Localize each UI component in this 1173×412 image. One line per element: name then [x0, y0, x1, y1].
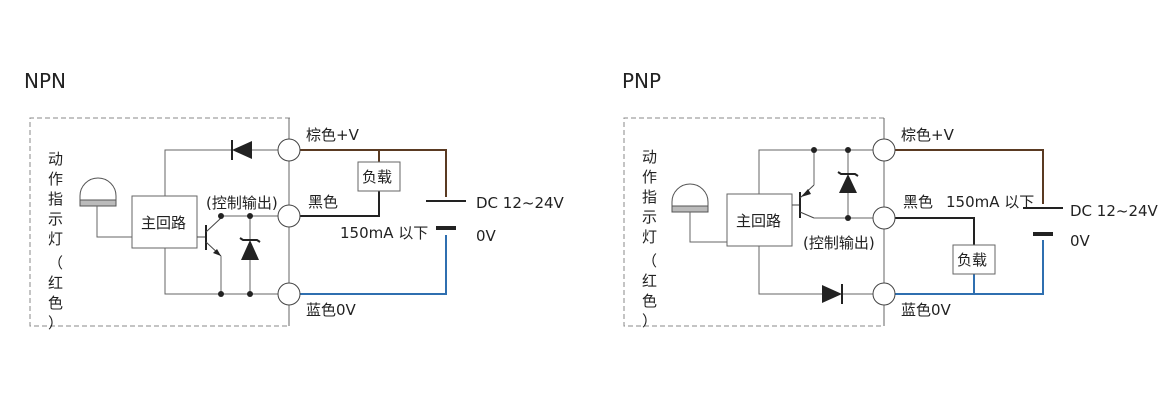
npn-indicator-label: 动 作 指 示 灯 （ 红 色 ）: [48, 150, 68, 332]
npn-zener-diode-icon: [239, 237, 261, 260]
pnp-junction-dot: [845, 147, 851, 153]
npn-junction-dot: [247, 291, 253, 297]
pnp-junction-dot: [845, 215, 851, 221]
pnp-current-label: 150mA 以下: [946, 193, 1034, 211]
npn-main-circuit-label: 主回路: [141, 214, 186, 232]
pnp-main-circuit-box: [726, 193, 793, 247]
npn-load-label: 负载: [362, 168, 392, 186]
pnp-control-output-label: (控制输出): [803, 234, 875, 252]
npn-blue-terminal: [277, 282, 301, 306]
npn-indicator-lamp-icon: [79, 177, 117, 207]
pnp-power-supply-icon: [1023, 207, 1063, 236]
pnp-load-label: 负载: [957, 251, 987, 269]
pnp-lamp-wire: [689, 212, 727, 243]
npn-current-label: 150mA 以下: [340, 224, 428, 242]
npn-transistor-icon: [197, 215, 289, 294]
pnp-load-box: [952, 244, 996, 275]
npn-sensor-boundary: [29, 117, 290, 327]
pnp-title: PNP: [622, 69, 661, 93]
npn-title: NPN: [24, 69, 66, 93]
pnp-black-terminal: [872, 206, 896, 230]
npn-diagram: NPN 动 作 指 示 灯 （ 红 色 ） 主回路: [24, 69, 565, 332]
pnp-main-circuit-label: 主回路: [736, 212, 781, 230]
pnp-sensor-boundary: [623, 117, 884, 327]
npn-black-terminal: [277, 204, 301, 228]
npn-brown-terminal: [277, 138, 301, 162]
npn-power-supply-icon: [426, 200, 466, 230]
pnp-bottom-internal-wire: [758, 246, 884, 295]
pnp-diagram: PNP 动 作 指 示 灯 （ 红 色 ） 主回路: [622, 69, 1159, 330]
pnp-brown-label: 棕色+V: [901, 126, 955, 144]
npn-junction-dot: [218, 213, 224, 219]
pnp-indicator-lamp-icon: [671, 183, 709, 213]
npn-control-output-label: (控制输出): [206, 194, 278, 212]
pnp-zener-diode-icon: [837, 171, 859, 193]
pnp-protection-diode-icon: [822, 284, 843, 304]
pnp-indicator-label: 动 作 指 示 灯 （ 红 色 ）: [642, 148, 662, 330]
npn-top-internal-wire: [164, 149, 289, 196]
pnp-black-label: 黑色: [903, 193, 933, 211]
npn-junction-dot: [247, 213, 253, 219]
npn-bottom-internal-wire: [164, 248, 289, 295]
pnp-blue-label: 蓝色0V: [901, 301, 952, 319]
pnp-brown-wire: [895, 149, 1044, 204]
pnp-top-internal-wire: [758, 149, 884, 194]
pnp-black-wire: [895, 217, 975, 245]
npn-black-wire: [300, 191, 380, 217]
npn-load-box: [357, 161, 401, 192]
pnp-blue-wire: [895, 240, 1044, 295]
npn-lamp-wire: [96, 206, 132, 238]
npn-black-label: 黑色: [308, 193, 338, 211]
pnp-transistor-icon: [792, 150, 884, 219]
npn-brown-label: 棕色+V: [306, 126, 360, 144]
npn-zero-label: 0V: [476, 227, 497, 245]
npn-blue-wire: [300, 235, 447, 295]
npn-blue-label: 蓝色0V: [306, 301, 357, 319]
pnp-junction-dot: [811, 147, 817, 153]
npn-dc-label: DC 12~24V: [476, 194, 565, 212]
pnp-brown-terminal: [872, 138, 896, 162]
npn-protection-diode-icon: [231, 140, 252, 160]
pnp-zero-label: 0V: [1070, 232, 1091, 250]
npn-junction-dot: [218, 291, 224, 297]
npn-brown-wire: [300, 149, 447, 197]
pnp-blue-terminal: [872, 282, 896, 306]
pnp-dc-label: DC 12~24V: [1070, 202, 1159, 220]
